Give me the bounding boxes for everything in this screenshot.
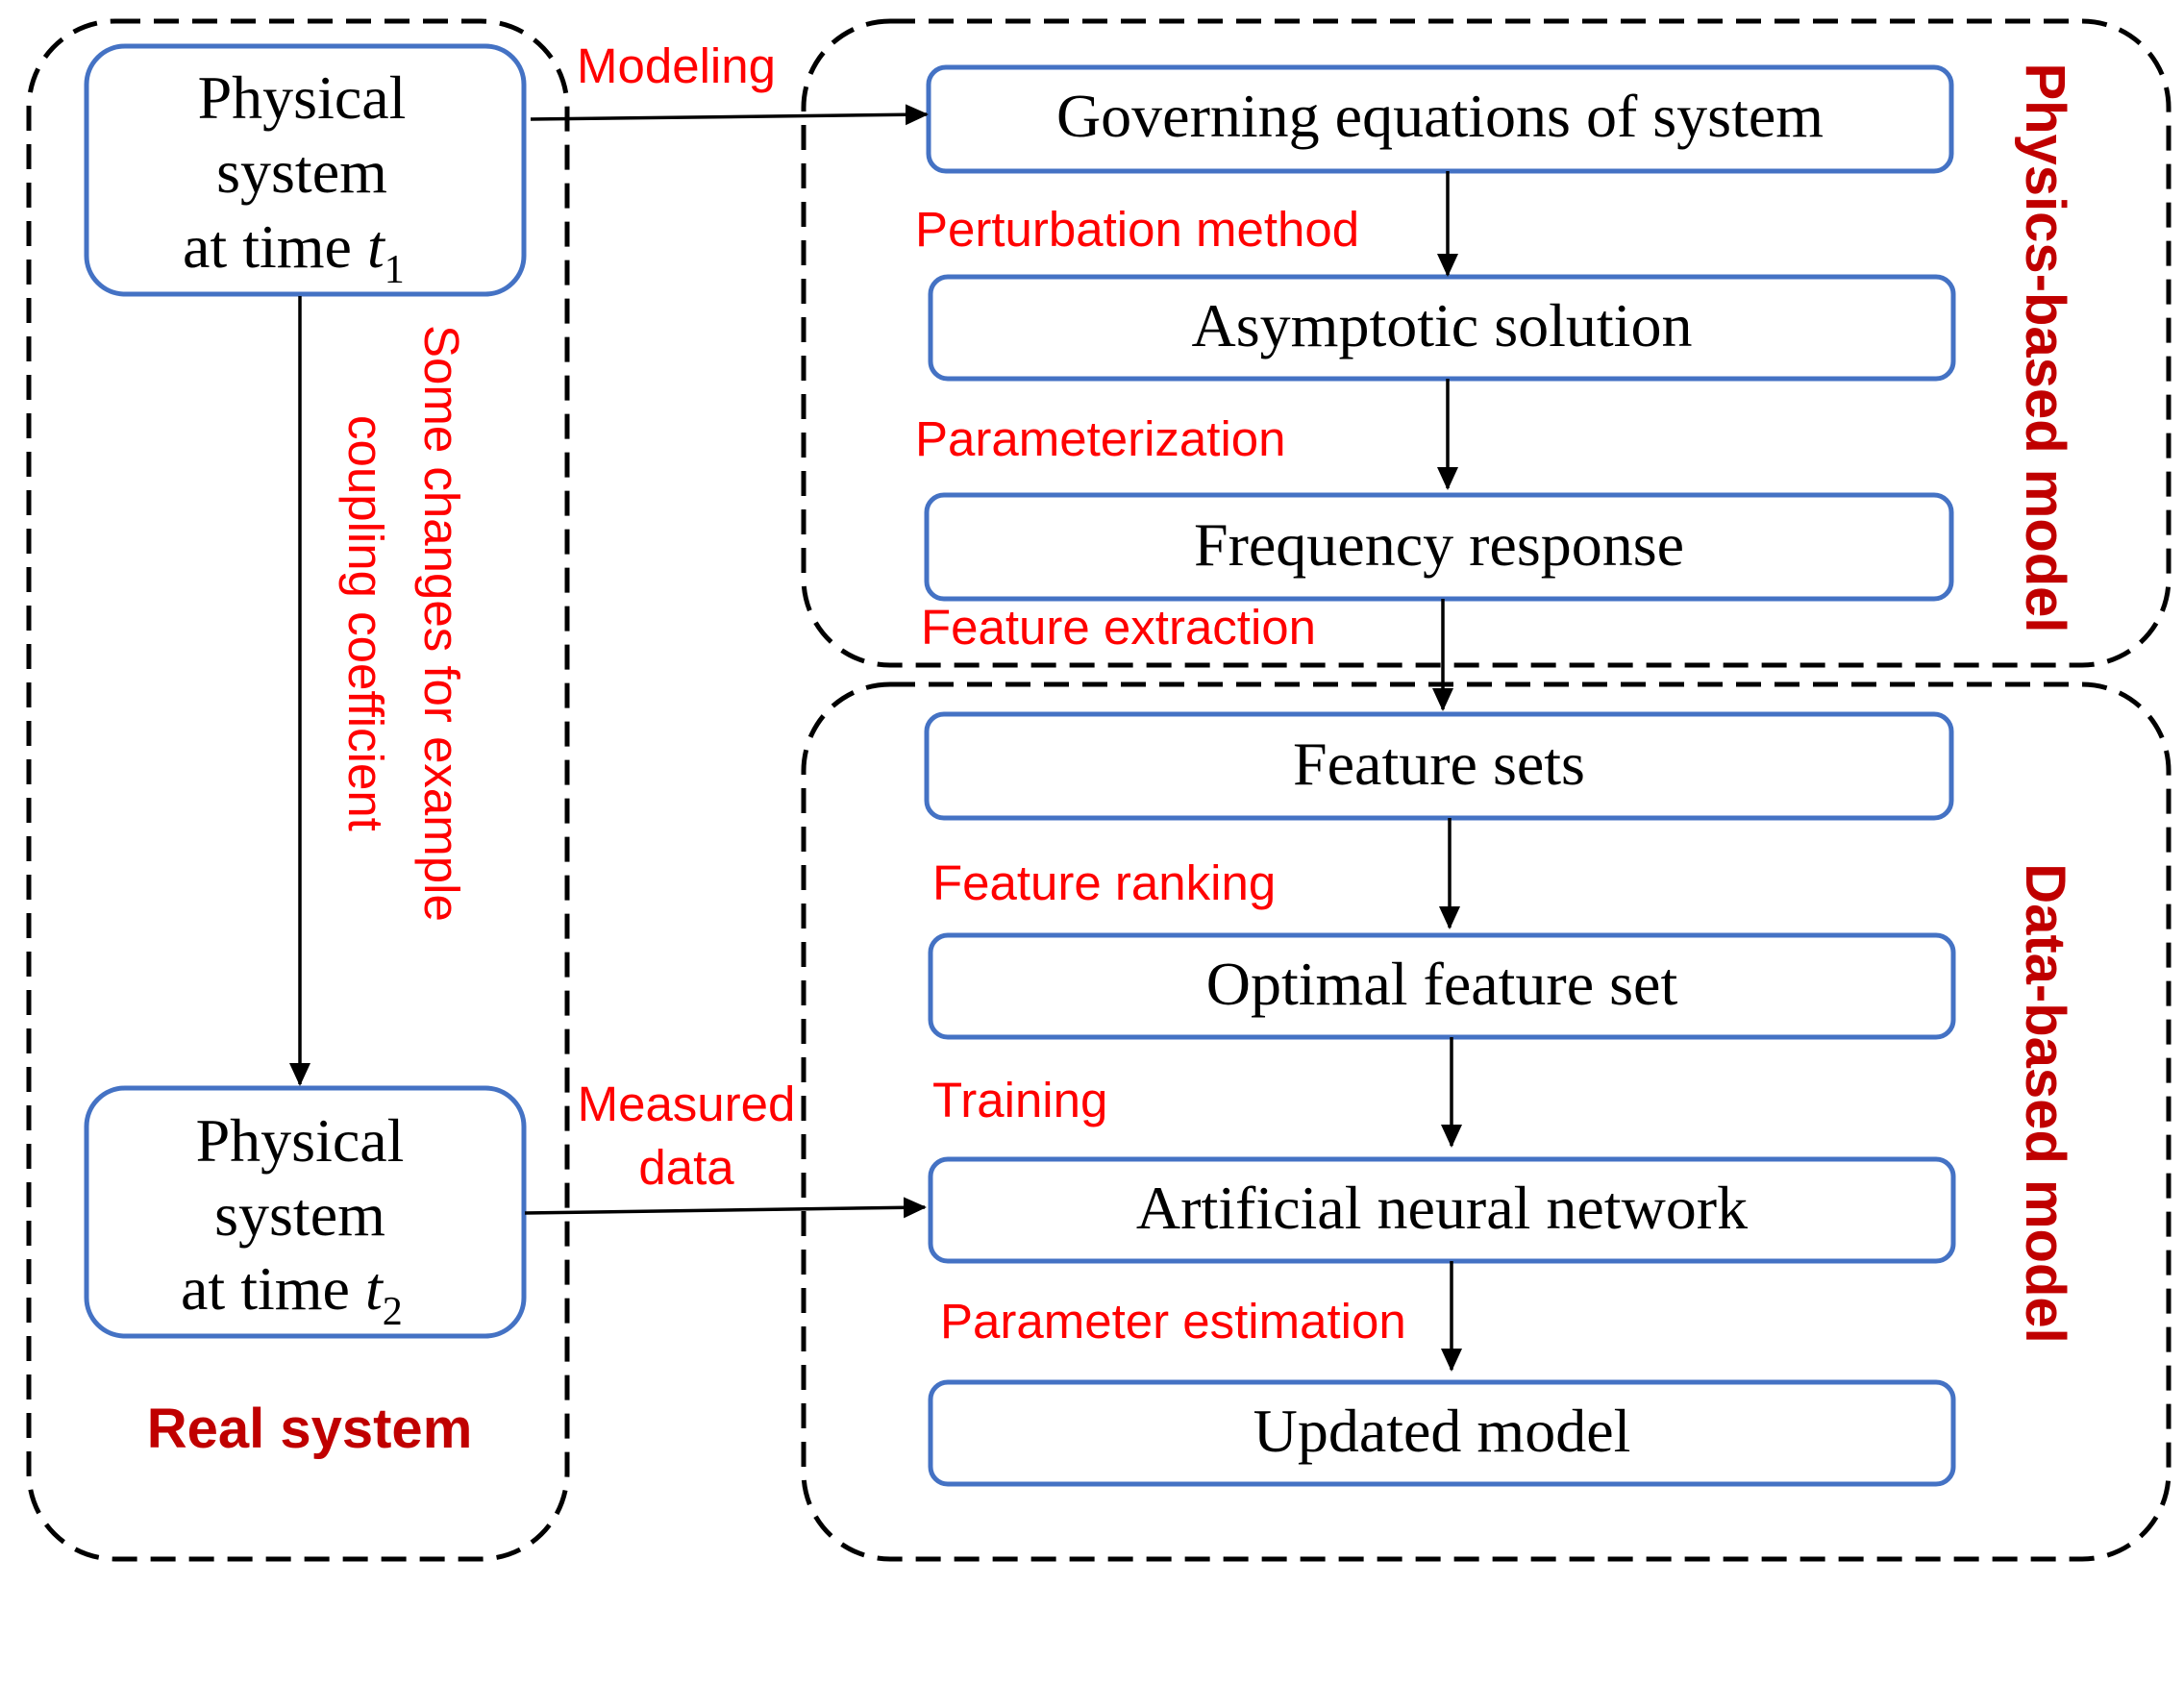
feature-extraction-label: Feature extraction [921, 600, 1316, 655]
frequency-response-box [924, 492, 1954, 602]
feature-sets-box [924, 711, 1954, 821]
training-label: Training [932, 1073, 1107, 1127]
feature-sets-text: Feature sets [1293, 730, 1585, 798]
feature-ranking-label: Feature ranking [932, 855, 1276, 910]
physical-system-t2-box [84, 1085, 527, 1339]
measured-data-label-line2: data [638, 1140, 734, 1195]
optimal-feature-set-box [928, 932, 1956, 1040]
asymptotic-solution-box [928, 274, 1956, 382]
governing-equations-text: Governing equations of system [1056, 82, 1824, 150]
optimal-feature-set-text: Optimal feature set [1206, 950, 1678, 1018]
physical-system-t2-line1: Physical [196, 1106, 405, 1175]
data-based-model-label: Data-based model [2014, 863, 2076, 1344]
asymptotic-solution-text: Asymptotic solution [1192, 291, 1693, 359]
physical-system-t1-line3: at time t1 [183, 212, 405, 292]
changes-annotation-line1: Some changes for example [414, 325, 469, 922]
parameter-estimation-label: Parameter estimation [940, 1294, 1406, 1349]
measured-data-label-line1: Measured [578, 1077, 796, 1131]
arrow-measured-data [524, 1197, 927, 1219]
updated-model-box [928, 1379, 1956, 1487]
updated-model-text: Updated model [1253, 1397, 1631, 1465]
frequency-response-text: Frequency response [1194, 510, 1684, 579]
physics-based-model-region [801, 18, 2172, 668]
perturbation-method-label: Perturbation method [915, 202, 1359, 257]
modeling-label: Modeling [577, 38, 776, 93]
physical-system-t2-line3: at time t2 [181, 1254, 403, 1334]
physical-system-t1-line2: system [216, 137, 387, 206]
artificial-neural-network-text: Artificial neural network [1136, 1174, 1748, 1242]
physical-system-t1-line1: Physical [198, 63, 407, 132]
data-based-model-region [801, 681, 2172, 1562]
artificial-neural-network-box [928, 1156, 1956, 1264]
arrow-modeling [530, 104, 929, 126]
physical-system-t1-box [84, 43, 527, 297]
real-system-label: Real system [147, 1398, 473, 1460]
physical-system-t2-line2: system [214, 1180, 385, 1249]
changes-annotation-line2: coupling coefficient [338, 415, 393, 831]
parameterization-label: Parameterization [915, 411, 1286, 466]
physics-based-model-label: Physics-based model [2014, 62, 2076, 632]
governing-equations-box [926, 64, 1954, 174]
